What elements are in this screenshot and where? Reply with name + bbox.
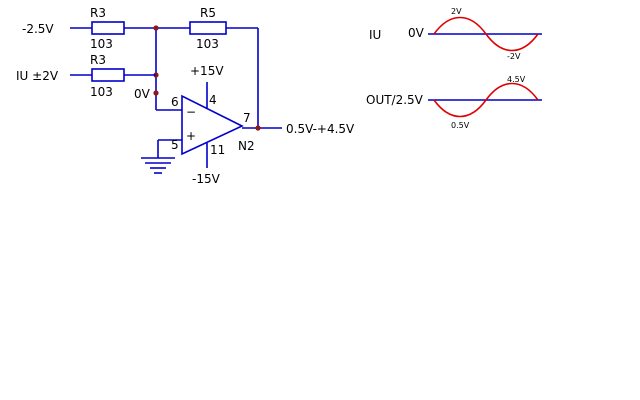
wave-iu-peak-label: 2V: [451, 7, 462, 16]
wave-out-trough-label: 0.5V: [451, 121, 470, 130]
resistor-r5: [189, 21, 227, 35]
wave-out-peak-label: 4.5V: [507, 75, 526, 84]
schematic: -2.5V R3 103 R5 103 0V IU ±2V R3 103 6 −…: [16, 6, 355, 186]
junction-output: [255, 125, 261, 131]
wave-out-curve: [433, 82, 539, 118]
node-0v-label: 0V: [134, 87, 151, 101]
inverting-sign: −: [186, 105, 196, 119]
r3-top-value: 103: [90, 37, 113, 51]
op-amp-n2: [181, 94, 244, 156]
pin-7-label: 7: [243, 111, 251, 125]
supply-pos-label: +15V: [190, 64, 224, 78]
pin-5-label: 5: [171, 138, 179, 152]
resistor-r3-mid: [91, 68, 125, 82]
waveform-iu: IU 0V 2V -2V: [369, 7, 542, 61]
supply-neg-label: -15V: [192, 172, 221, 186]
r3-top-name: R3: [90, 6, 106, 20]
input-mid-label: IU ±2V: [16, 69, 59, 83]
r5-name: R5: [200, 6, 216, 20]
wave-out-name: OUT/2.5V: [366, 93, 424, 107]
wave-iu-curve: [433, 16, 539, 52]
r3-mid-name: R3: [90, 53, 106, 67]
pin-6-label: 6: [171, 95, 179, 109]
noninverting-sign: +: [186, 129, 196, 143]
wave-iu-name: IU: [369, 28, 381, 42]
ground-symbol: [141, 157, 175, 174]
output-range-label: 0.5V-+4.5V: [286, 122, 355, 136]
waveform-out: OUT/2.5V 4.5V 0.5V: [366, 75, 542, 130]
r5-value: 103: [196, 37, 219, 51]
input-top-label: -2.5V: [22, 22, 54, 36]
r3-mid-value: 103: [90, 85, 113, 99]
pin-4-label: 4: [209, 93, 217, 107]
wave-iu-baseline-label: 0V: [408, 26, 425, 40]
pin-11-label: 11: [210, 143, 225, 157]
junction-top: [153, 25, 159, 31]
resistor-r3-top: [91, 21, 125, 35]
junction-0v: [153, 90, 159, 96]
chip-label: N2: [238, 139, 255, 153]
wave-iu-trough-label: -2V: [507, 52, 521, 61]
